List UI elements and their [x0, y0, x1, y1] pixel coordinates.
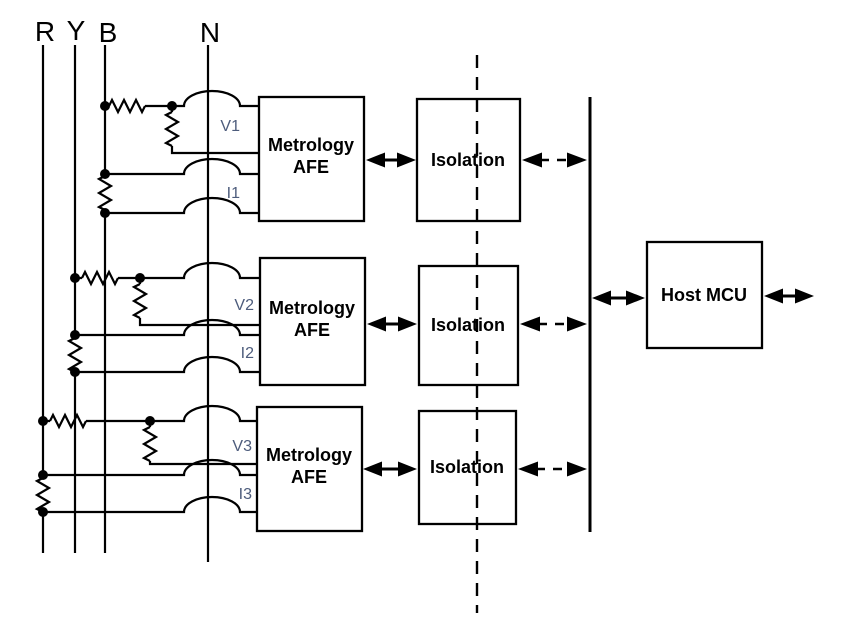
metrology-afe-label-3-line1: Metrology: [266, 445, 352, 465]
metrology-afe-box-3: [255, 405, 364, 533]
shunt-resistor-phase-b: [96, 175, 114, 211]
metrology-afe-label-2-line1: Metrology: [269, 298, 355, 318]
arrowhead-left: [764, 288, 783, 304]
phase-label-y: Y: [67, 15, 86, 46]
metering-row-2: V2 I2 Metrology AFE Isolation: [70, 256, 587, 387]
afe-isolation-arrow-1: [366, 152, 416, 168]
arrowhead-right: [397, 152, 416, 168]
junction-dot: [70, 330, 80, 340]
isolation-box-2: [417, 264, 520, 387]
metering-row-1: V1 I1 Metrology AFE Isolation: [100, 89, 587, 223]
junction-dot: [38, 470, 48, 480]
arrowhead-right: [567, 461, 587, 477]
current-sense-wire-i2-upper: [75, 318, 260, 337]
current-sense-wire-i1-lower: [105, 196, 259, 215]
current-sense-wire-i1-upper: [105, 157, 259, 176]
host-mcu-box: [645, 240, 764, 350]
arrowhead-right: [398, 461, 417, 477]
arrowhead-right: [795, 288, 814, 304]
host-mcu-group: Host MCU: [592, 240, 814, 350]
divider-resistor-2: [131, 283, 149, 319]
current-sense-wire-i2-lower: [75, 355, 260, 374]
metrology-afe-box-2: [258, 256, 367, 387]
v1-label: V1: [220, 118, 240, 135]
i3-label: I3: [239, 486, 252, 503]
junction-dot: [38, 416, 48, 426]
isolation-bus-arrow-3: [518, 461, 587, 477]
voltage-sense-wire-v1-lower: [170, 106, 259, 155]
v2-label: V2: [234, 297, 254, 314]
junction-dot: [167, 101, 177, 111]
shunt-resistor-phase-y: [66, 337, 84, 373]
shunt-resistor-phase-r: [34, 477, 52, 513]
phase-label-r: R: [35, 16, 55, 47]
arrowhead-left: [520, 316, 540, 332]
divider-resistor-1: [163, 111, 181, 147]
series-resistor-1: [108, 97, 146, 115]
host-mcu-label: Host MCU: [661, 285, 747, 305]
bus-mcu-arrow: [592, 290, 645, 306]
isolation-bus-arrow-2: [520, 316, 587, 332]
junction-dot: [100, 169, 110, 179]
v3-label: V3: [232, 438, 252, 455]
arrowhead-right: [567, 152, 587, 168]
phase-label-b: B: [99, 17, 118, 48]
arrowhead-left: [518, 461, 538, 477]
afe-isolation-arrow-2: [367, 316, 417, 332]
arrowhead-left: [367, 316, 386, 332]
current-sense-wire-i3-lower: [43, 495, 257, 514]
arrowhead-right: [398, 316, 417, 332]
isolation-bus-arrow-1: [522, 152, 587, 168]
isolation-label-1: Isolation: [431, 150, 505, 170]
isolation-label-3: Isolation: [430, 457, 504, 477]
isolation-box-3: [417, 409, 518, 526]
junction-dot: [145, 416, 155, 426]
phase-bus-group: R Y B N: [34, 15, 220, 562]
junction-dot: [70, 367, 80, 377]
phase-label-n: N: [200, 17, 220, 48]
arrowhead-left: [363, 461, 382, 477]
voltage-sense-wire-v1-upper: [105, 89, 259, 108]
junction-dot: [70, 273, 80, 283]
metering-row-3: V3 I3 Metrology AFE Isolation: [38, 404, 587, 533]
arrowhead-left: [366, 152, 385, 168]
metrology-afe-label-1-line1: Metrology: [268, 135, 354, 155]
metrology-afe-label-3-line2: AFE: [291, 467, 327, 487]
isolation-label-2: Isolation: [431, 315, 505, 335]
junction-dot: [100, 208, 110, 218]
voltage-sense-wire-v2-upper: [75, 261, 260, 280]
junction-dot: [135, 273, 145, 283]
divider-resistor-3: [141, 426, 159, 462]
isolation-box-1: [415, 97, 522, 223]
metrology-afe-label-1-line2: AFE: [293, 157, 329, 177]
series-resistor-2: [81, 269, 119, 287]
i2-label: I2: [241, 345, 254, 362]
arrowhead-right: [626, 290, 645, 306]
afe-isolation-arrow-3: [363, 461, 417, 477]
junction-dot: [100, 101, 110, 111]
series-resistor-3: [49, 412, 87, 430]
metrology-afe-label-2-line2: AFE: [294, 320, 330, 340]
arrowhead-right: [567, 316, 587, 332]
arrowhead-left: [522, 152, 542, 168]
junction-dot: [38, 507, 48, 517]
current-sense-wire-i3-upper: [43, 458, 257, 477]
metrology-afe-box-1: [257, 95, 366, 223]
i1-label: I1: [227, 185, 240, 202]
arrowhead-left: [592, 290, 611, 306]
mcu-external-arrow: [764, 288, 814, 304]
